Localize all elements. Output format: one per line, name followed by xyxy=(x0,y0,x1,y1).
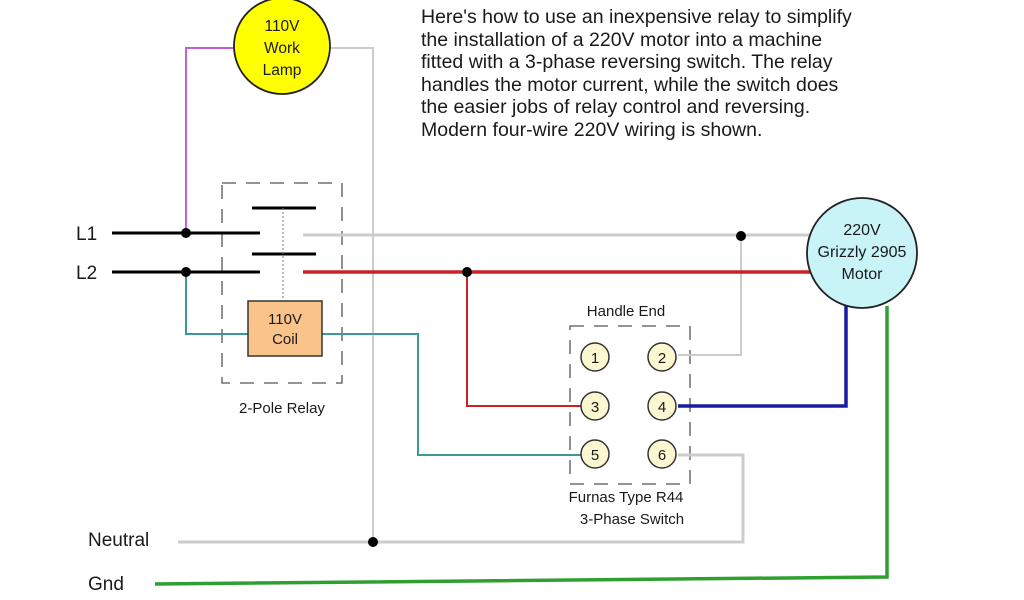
switch-header-label: Handle End xyxy=(587,303,665,320)
wire-motor-to-terminal-2 xyxy=(678,235,742,356)
wire-lamp-hot xyxy=(185,47,236,233)
label-l2: L2 xyxy=(76,263,97,284)
terminal-1: 1 xyxy=(580,342,610,372)
terminal-6: 6 xyxy=(647,439,677,469)
junction-dot xyxy=(181,228,191,238)
switch-label-line: Furnas Type R44 xyxy=(569,489,684,506)
motor: 220V Grizzly 2905 Motor xyxy=(806,197,918,309)
junction-dot xyxy=(181,267,191,277)
description-line: Modern four-wire 220V wiring is shown. xyxy=(421,118,763,141)
wire-neutral xyxy=(178,453,745,544)
motor-label-line: Grizzly 2905 xyxy=(818,244,907,261)
lamp-label-line: Lamp xyxy=(263,62,302,79)
coil-label-line: 110V xyxy=(268,311,302,328)
description-line: Here's how to use an inexpensive relay t… xyxy=(421,6,852,28)
terminal-label: 4 xyxy=(658,399,666,416)
terminal-label: 3 xyxy=(591,399,599,416)
description-line: handles the motor current, while the swi… xyxy=(421,73,839,96)
lamp-label-line: 110V xyxy=(264,18,300,35)
relay-label: 2-Pole Relay xyxy=(239,400,325,417)
terminal-label: 2 xyxy=(658,350,666,367)
motor-label-line: Motor xyxy=(842,266,884,283)
junction-dot xyxy=(368,537,378,547)
relay-enclosure xyxy=(221,182,343,384)
wire-coil-to-terminal-5 xyxy=(322,333,582,456)
terminal-4: 4 xyxy=(647,391,677,421)
terminal-label: 6 xyxy=(658,447,666,464)
wire-red-to-terminal-3 xyxy=(466,272,582,407)
junction-dot xyxy=(736,231,746,241)
wire-neutral-lamp xyxy=(330,47,374,542)
label-neutral: Neutral xyxy=(88,530,149,551)
switch-label-line: 3-Phase Switch xyxy=(580,511,684,528)
description-line: the easier jobs of relay control and rev… xyxy=(421,96,811,119)
terminal-3: 3 xyxy=(580,391,610,421)
junction-dot xyxy=(462,267,472,277)
description-line: the installation of a 220V motor into a … xyxy=(421,28,823,51)
wire-ground xyxy=(154,306,889,586)
terminal-5: 5 xyxy=(580,439,610,469)
work-lamp: 110V Work Lamp xyxy=(233,0,331,95)
description-line: fitted with a 3-phase reversing switch. … xyxy=(421,51,833,74)
lamp-label-line: Work xyxy=(264,40,300,57)
terminal-2: 2 xyxy=(647,342,677,372)
description-text: Here's how to use an inexpensive relay t… xyxy=(421,6,941,142)
terminal-label: 5 xyxy=(591,447,599,464)
motor-label-line: 220V xyxy=(843,222,881,239)
relay-coil: 110V Coil xyxy=(247,300,323,357)
coil-label-line: Coil xyxy=(272,331,298,348)
terminal-label: 1 xyxy=(591,350,599,367)
label-gnd: Gnd xyxy=(88,574,124,595)
label-l1: L1 xyxy=(76,224,97,245)
wire-l2-to-coil xyxy=(185,272,248,335)
wire-motor-to-terminal-4 xyxy=(678,300,848,408)
